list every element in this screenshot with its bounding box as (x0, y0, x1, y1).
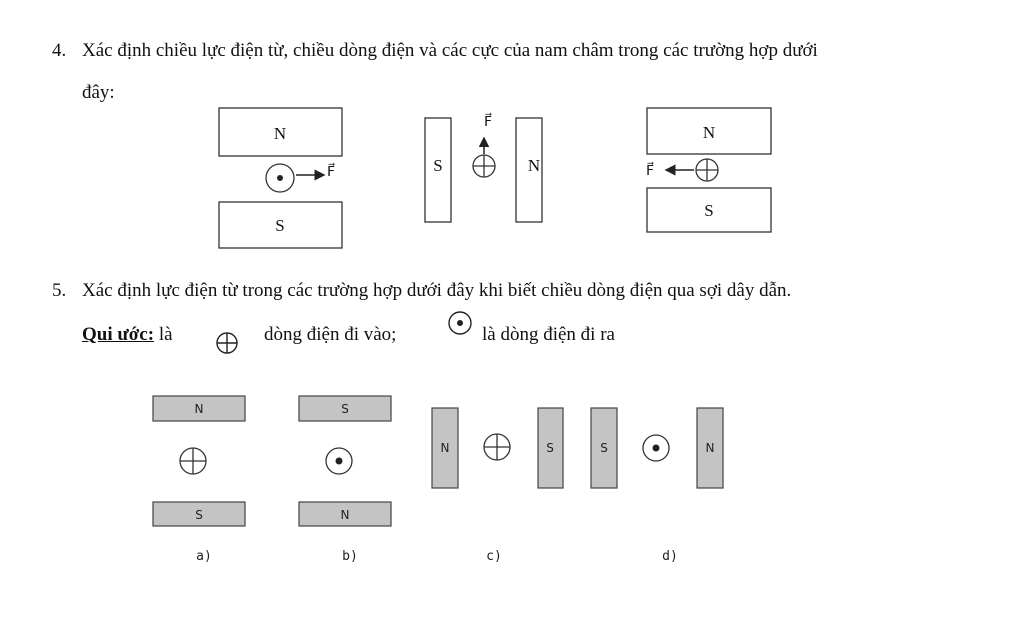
q5-case-c: N S c) (431, 407, 564, 564)
current-out-icon (325, 447, 353, 475)
magnet-bottom (152, 501, 246, 527)
force-label: F⃗ (646, 161, 654, 179)
convention-la-1: là (158, 324, 173, 345)
magnet-right (515, 117, 543, 223)
caption-c: c) (486, 549, 502, 564)
pole-label: S (704, 201, 713, 220)
q5-case-b: S N b) (298, 395, 392, 564)
magnet-top (218, 107, 343, 157)
pole-label: N (703, 123, 715, 142)
q4-text-line1: Xác định chiều lực điện từ, chiều dòng đ… (82, 40, 818, 61)
q4-number: 4. (52, 40, 67, 61)
pole-label: S (600, 441, 608, 455)
convention-out-text: là dòng điện đi ra (482, 324, 615, 345)
magnet-top (152, 395, 246, 422)
pole-label: N (341, 508, 350, 522)
q4-text-line2: đây: (82, 82, 115, 103)
caption-a: a) (196, 549, 212, 564)
pole-label: N (441, 441, 450, 455)
convention-label: Qui ước: (82, 324, 155, 345)
magnet-bottom (218, 201, 343, 249)
pole-label: S (341, 402, 349, 416)
current-dot (652, 444, 660, 452)
magnet-right (537, 407, 564, 489)
magnet-top (646, 107, 772, 155)
pole-label: N (528, 156, 540, 175)
convention-row: Qui ước: là (82, 324, 173, 346)
magnet-bottom (646, 187, 772, 233)
magnet-left (424, 117, 452, 223)
caption-d: d) (662, 549, 678, 564)
q4-case-b: S F⃗ N (424, 112, 543, 223)
q5-case-a: N S a) (152, 395, 246, 564)
pole-label: S (546, 441, 554, 455)
current-dot (335, 457, 343, 465)
force-label: F⃗ (484, 112, 492, 130)
force-label: F⃗ (327, 162, 335, 180)
current-out-icon (265, 163, 295, 193)
q5-text: Xác định lực điện từ trong các trường hợ… (82, 280, 792, 301)
magnet-left (590, 407, 618, 489)
convention-cross-icon (216, 332, 238, 354)
pole-label: S (433, 156, 442, 175)
pole-label: S (195, 508, 203, 522)
q5-case-d: S N d) (590, 407, 724, 564)
q4-case-a: N F⃗ S (218, 107, 343, 249)
convention-dot-icon (448, 311, 472, 335)
magnet-left (431, 407, 459, 489)
magnet-bottom (298, 501, 392, 527)
pole-label: N (274, 124, 286, 143)
pole-label: N (195, 402, 204, 416)
q4-case-c: N F⃗ S (646, 107, 772, 233)
current-out-icon (642, 434, 670, 462)
convention-into-text: dòng điện đi vào; (264, 324, 397, 345)
caption-b: b) (342, 549, 358, 564)
pole-label: S (275, 216, 284, 235)
q5-number: 5. (52, 280, 67, 301)
pole-label: N (706, 441, 715, 455)
magnet-right (696, 407, 724, 489)
current-dot (277, 175, 283, 181)
magnet-top (298, 395, 392, 422)
